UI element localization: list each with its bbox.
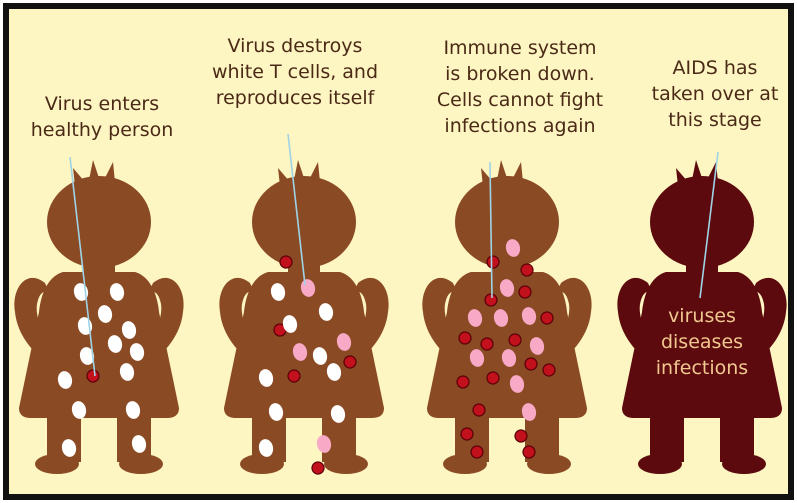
caption-line: Virus destroys	[228, 35, 363, 57]
caption-line: Virus enters	[45, 93, 159, 115]
caption-line: taken over at	[652, 83, 779, 105]
caption-line: reproduces itself	[216, 87, 376, 109]
caption-line: healthy person	[31, 119, 174, 141]
caption-line: Immune system	[443, 37, 596, 59]
caption-line: white T cells, and	[212, 61, 378, 83]
caption-line: Cells cannot fight	[437, 89, 603, 111]
body-text-line: viruses	[668, 305, 736, 327]
caption-line: AIDS has	[673, 57, 758, 79]
stage-2-caption: Virus destroys white T cells, and reproduc…	[212, 35, 378, 109]
caption-line: infections again	[444, 115, 595, 137]
body-text-line: diseases	[661, 331, 743, 353]
aids-body-text: viruses diseases infections	[656, 305, 748, 379]
caption-line: this stage	[668, 109, 761, 131]
body-text-line: infections	[656, 357, 748, 379]
caption-line: is broken down.	[445, 63, 595, 85]
